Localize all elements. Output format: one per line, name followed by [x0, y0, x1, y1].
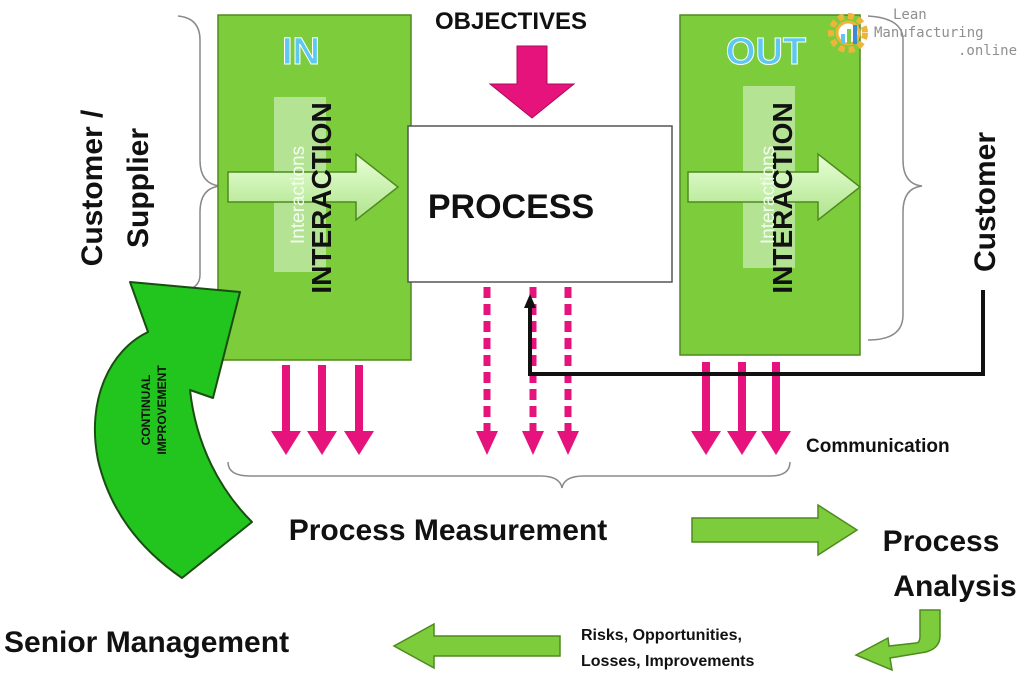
feedback-arrowhead [524, 294, 536, 308]
left-brace [177, 15, 221, 293]
output-interaction-arrow [687, 152, 862, 222]
senior-management-label: Senior Management [4, 626, 289, 659]
process-label: PROCESS [428, 188, 594, 226]
objectives-arrow [488, 45, 576, 119]
process-analysis-line2: Analysis [893, 570, 1016, 603]
output-heading: OUT [726, 31, 806, 73]
right-brace [867, 15, 923, 341]
process-measurement-label: Process Measurement [289, 514, 608, 547]
objectives-label: OBJECTIVES [435, 8, 587, 35]
logo: Lean Manufacturing .online [828, 7, 1017, 59]
output-vertical-label: INTERACTION [767, 102, 798, 293]
risks-line2: Losses, Improvements [581, 653, 755, 670]
continual-improvement-arrow [93, 281, 253, 579]
measurement-brace [227, 461, 791, 489]
customer-supplier-label-line2: Supplier [122, 128, 155, 248]
customer-label: Customer [969, 132, 1002, 272]
logo-line1: Lean [893, 7, 927, 23]
measurement-to-analysis-arrow [691, 503, 859, 557]
input-interaction-arrow [227, 152, 400, 222]
process-measure-arrows [476, 287, 579, 455]
input-vertical-label: INTERACTION [306, 102, 337, 293]
process-analysis-line1: Process [883, 525, 1000, 558]
continual-improvement-line1: CONTINUAL [139, 375, 153, 446]
logo-line3: .online [958, 43, 1017, 59]
to-senior-management-arrow [392, 622, 561, 670]
input-heading: IN [282, 31, 320, 73]
input-arrow-label: Interactions [288, 146, 309, 244]
gear-icon [828, 13, 868, 53]
continual-improvement-line2: IMPROVEMENT [155, 365, 169, 455]
customer-supplier-label-line1: Customer / [76, 109, 109, 266]
analysis-return-arrow [854, 609, 941, 672]
communication-label: Communication [806, 436, 950, 457]
output-arrow-label: Interactions [758, 146, 779, 244]
logo-line2: Manufacturing [874, 25, 984, 41]
feedback-line [528, 290, 985, 376]
risks-line1: Risks, Opportunities, [581, 627, 742, 644]
input-measure-arrows [271, 365, 374, 455]
output-measure-arrows [691, 362, 791, 455]
process-box [407, 125, 673, 283]
